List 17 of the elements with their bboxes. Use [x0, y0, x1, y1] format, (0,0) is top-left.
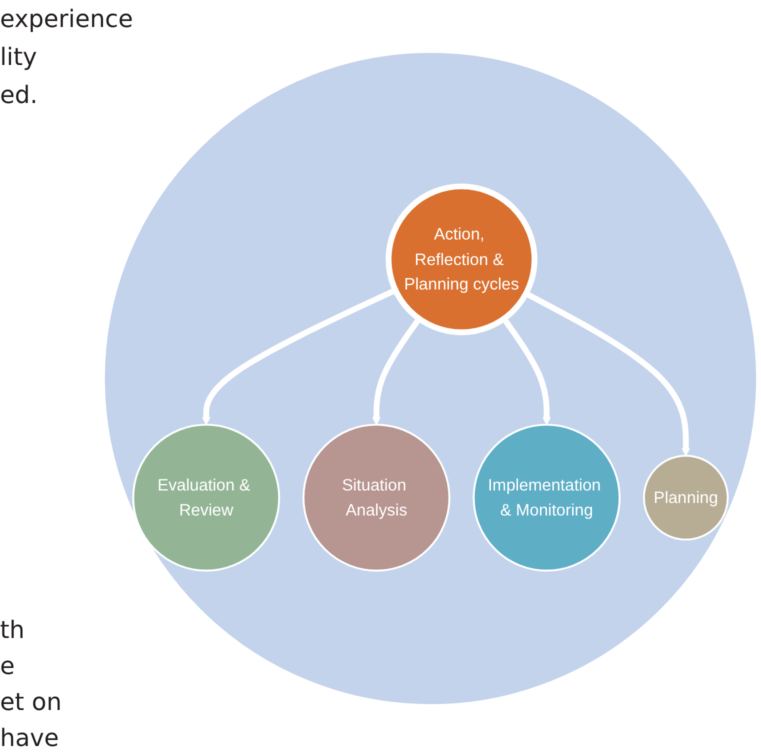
- text-fragment: th: [0, 615, 26, 646]
- node-circle: Situation Analysis: [302, 423, 450, 572]
- arrow: [524, 290, 690, 456]
- arrow: [372, 316, 422, 425]
- text-fragment: et on: [0, 687, 63, 718]
- node-circle: Implementation & Monitoring: [472, 423, 621, 572]
- arrow: [502, 316, 551, 425]
- text-fragment: experience: [0, 4, 134, 35]
- text-fragment: e: [0, 651, 16, 682]
- node-circle: Action, Reflection & Planning cycles: [386, 182, 538, 335]
- node-circle: Evaluation & Review: [132, 423, 280, 572]
- text-fragment: ed.: [0, 80, 39, 111]
- node-circle: Planning: [642, 454, 729, 540]
- text-fragment: lity: [0, 42, 38, 73]
- text-fragment: have: [0, 723, 60, 754]
- cluster: [102, 50, 758, 706]
- arrow: [202, 287, 397, 425]
